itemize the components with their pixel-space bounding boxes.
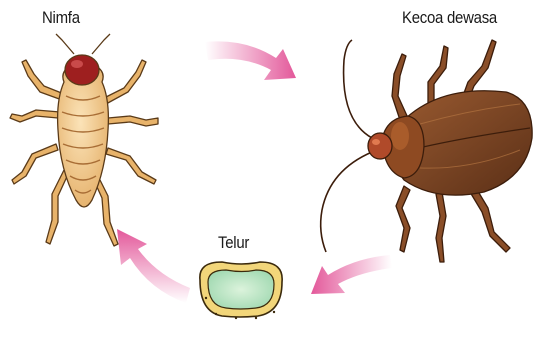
nymph-cockroach-icon <box>10 34 158 246</box>
arrow-adult-to-egg <box>311 255 392 294</box>
nymph-label: Nimfa <box>42 8 80 28</box>
adult-label: Kecoa dewasa <box>402 8 497 28</box>
arrow-nymph-to-adult <box>205 41 296 80</box>
egg-capsule-icon <box>200 262 282 319</box>
egg-label: Telur <box>218 233 249 253</box>
adult-cockroach-icon <box>321 40 532 262</box>
arrow-egg-to-nymph <box>117 229 190 303</box>
